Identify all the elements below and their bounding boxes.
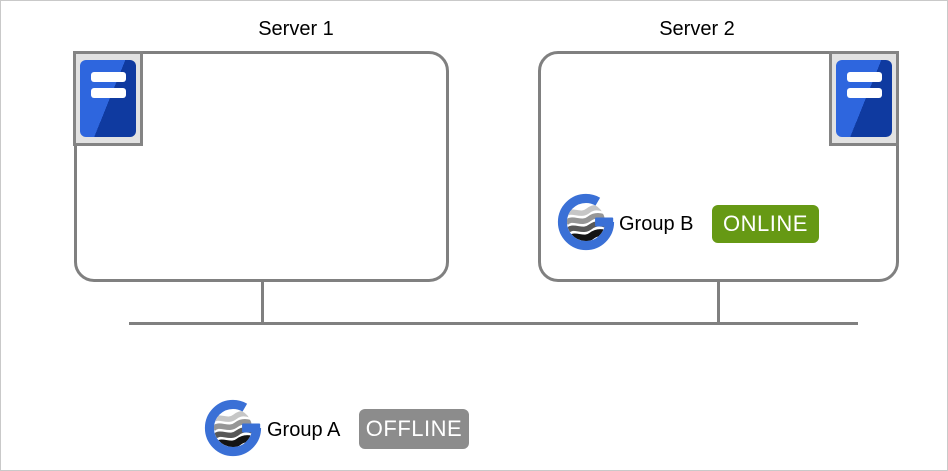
server-tower-icon (73, 51, 143, 146)
server-drive-slot (847, 72, 882, 82)
server-tower-body (80, 60, 136, 137)
server-drive-slot (91, 72, 126, 82)
groupB-status-badge: ONLINE (712, 205, 819, 243)
groupA-status-badge: OFFLINE (359, 409, 469, 449)
network-bus-line (129, 322, 858, 325)
server-drive-slot (847, 88, 882, 98)
server2-title: Server 2 (659, 18, 735, 40)
resource-group-globe-icon (557, 193, 615, 251)
server-tower-body (836, 60, 892, 137)
server-drive-slot (91, 88, 126, 98)
groupB-label: Group B (619, 213, 694, 235)
server2-network-connector (717, 282, 720, 324)
server-tower-icon (829, 51, 899, 146)
groupA-label: Group A (267, 419, 341, 441)
resource-group-globe-icon (204, 399, 262, 457)
server1-network-connector (261, 282, 264, 324)
server1-title: Server 1 (258, 18, 334, 40)
